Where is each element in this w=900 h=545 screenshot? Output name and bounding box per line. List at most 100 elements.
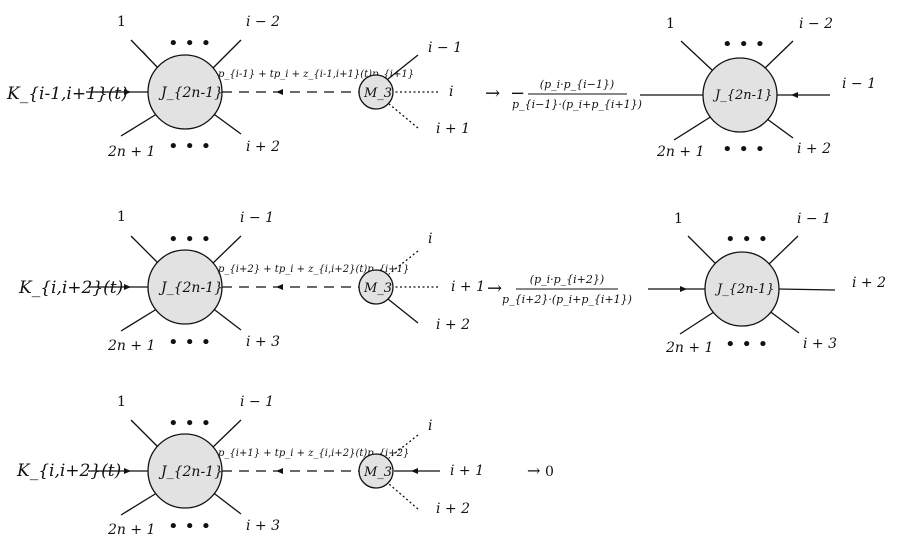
row-1-arrowhead-left: [124, 89, 131, 95]
row-1-momentum: p_{i-1} + tp_i + z_{i-1,i+1}(t)p_{i+1}: [218, 69, 414, 80]
row-2-result-label-bottom-left: 2n + 1: [665, 340, 713, 356]
row-1-label-bottom-left: 2n + 1: [107, 144, 155, 160]
row-1-result-leg-top-right: [762, 40, 794, 71]
row-1-result-blob-j: [702, 57, 778, 133]
row-2-arrowhead-left: [124, 284, 131, 290]
row-2-dots-bottom: • • •: [168, 332, 211, 353]
row-2-result-leg-top-left: [687, 235, 718, 266]
row-2-result-leg-bottom-left: [679, 309, 718, 335]
row-2-leg-bottom-left: [120, 306, 161, 332]
row-1-factor-sign: −: [510, 83, 525, 104]
row-3-vertex-leg-bottom: [388, 483, 419, 510]
row-3-label-bottom-left: 2n + 1: [107, 522, 155, 538]
row-3-arrow: →: [527, 461, 540, 480]
row-2-vertex-mid-label: i + 1: [451, 279, 485, 295]
row-1-result-dots-top: • • •: [722, 34, 765, 55]
row-2-left-label: K_{i,i+2}(t): [18, 278, 123, 298]
row-1-result-leg-bottom-left: [673, 115, 713, 141]
row-3-vertex-bottom-label: i + 2: [436, 501, 470, 517]
diagram-row-3: K_{i,i+2}(t) J_{2n-1} • • • • • • 1 i − …: [16, 394, 554, 538]
row-2-result-label-bottom-right: i + 3: [803, 336, 837, 352]
row-1-dots-bottom: • • •: [168, 136, 211, 157]
row-1-label-top-right: i − 2: [246, 14, 280, 30]
row-2-label-top-right: i − 1: [240, 210, 274, 226]
row-1-leg-top-left: [130, 39, 161, 71]
row-1-dots-top: • • •: [168, 33, 211, 54]
row-2-result-arrow-left: [680, 286, 687, 292]
row-2-result-leg-bottom-right: [767, 309, 800, 334]
row-1-result-label-top-right: i − 2: [799, 16, 833, 32]
row-2-blob-label: J_{2n-1}: [158, 280, 223, 296]
row-3-blob-label: J_{2n-1}: [158, 464, 223, 480]
row-3-vertex-mid-arrow: [411, 468, 418, 474]
row-2-result-blob-label: J_{2n-1}: [714, 282, 775, 297]
row-2-result-label-top-right: i − 1: [797, 211, 831, 227]
row-1-leg-bottom-right: [210, 111, 242, 135]
row-2-vertex-leg-bottom: [387, 298, 419, 324]
row-2-label-bottom-right: i + 3: [246, 334, 280, 350]
row-3-label-bottom-right: i + 3: [246, 518, 280, 534]
row-1-propagator-arrow: [276, 89, 283, 95]
row-3-vertex-label: M_3: [363, 465, 392, 480]
row-2-factor-denominator: p_{i+2}·(p_i+p_{i+1}): [502, 293, 632, 306]
row-2-vertex-leg-top: [388, 250, 419, 275]
diagram-row-2: K_{i,i+2}(t) J_{2n-1} • • • • • • 1 i − …: [18, 209, 886, 356]
row-2-result-label-1: 1: [674, 211, 683, 227]
row-3-result-zero: 0: [545, 464, 554, 480]
row-1-factor-numerator: (p_i·p_{i−1}): [540, 78, 614, 91]
row-3-vertex-top-label: i: [428, 418, 432, 434]
row-2-dots-top: • • •: [168, 229, 211, 250]
row-2-momentum: p_{i+2} + tp_i + z_{i,i+2}(t)p_{i+1}: [218, 264, 409, 275]
row-1-result-arrow-right: [791, 92, 798, 98]
row-1-label-1: 1: [117, 14, 126, 30]
row-1-blob-label: J_{2n-1}: [158, 85, 223, 101]
row-1-result-blob-label: J_{2n-1}: [712, 88, 773, 103]
row-2-result-label-right: i + 2: [852, 275, 886, 291]
row-3-leg-bottom-left: [120, 490, 161, 516]
diagram-row-1: K_{i-1,i+1}(t) J_{2n-1} • • • • • • 1 i …: [6, 14, 876, 160]
row-3-leg-top-right: [210, 419, 242, 450]
row-3-propagator-arrow: [276, 468, 283, 474]
row-2-leg-top-left: [130, 235, 161, 266]
row-3-label-top-right: i − 1: [240, 394, 274, 410]
row-3-vertex-leg-top: [388, 434, 419, 459]
row-3-dots-top: • • •: [168, 413, 211, 434]
row-1-label-bottom-right: i + 2: [246, 139, 280, 155]
row-2-label-bottom-left: 2n + 1: [107, 338, 155, 354]
row-2-vertex-top-label: i: [428, 231, 432, 247]
row-1-leg-top-right: [210, 39, 242, 71]
row-1-result-leg-top-left: [680, 40, 713, 71]
row-2-result-leg-top-right: [767, 235, 799, 266]
row-2-vertex-bottom-label: i + 2: [436, 317, 470, 333]
row-2-result-blob-j: [704, 251, 780, 327]
row-1-result-label-1: 1: [666, 16, 675, 32]
row-2-leg-bottom-right: [210, 306, 242, 331]
row-2-factor-numerator: (p_i·p_{i+2}): [530, 273, 604, 286]
row-1-vertex-leg-bottom: [388, 103, 419, 129]
row-3-leg-top-left: [130, 419, 161, 450]
row-1-arrow: →: [485, 83, 500, 104]
row-1-vertex-m3: [358, 74, 394, 110]
row-3-vertex-m3: [358, 453, 394, 489]
row-2-propagator-arrow: [276, 284, 283, 290]
row-3-vertex-mid-label: i + 1: [450, 463, 484, 479]
row-1-vertex-bottom-label: i + 1: [436, 121, 470, 137]
row-2-vertex-label: M_3: [363, 281, 392, 296]
row-1-result-label-bottom-left: 2n + 1: [656, 144, 704, 160]
row-2-result-dots-bottom: • • •: [725, 334, 768, 355]
row-2-result-dots-top: • • •: [725, 229, 768, 250]
row-1-left-label: K_{i-1,i+1}(t): [6, 84, 128, 104]
row-1-vertex-top-label: i − 1: [428, 40, 462, 56]
row-1-result-label-right: i − 1: [842, 76, 876, 92]
row-2-result-leg-right: [777, 288, 836, 291]
row-2-arrow: →: [487, 278, 502, 299]
row-3-leg-bottom-right: [210, 490, 242, 515]
row-1-factor-denominator: p_{i−1}·(p_i+p_{i+1}): [512, 98, 642, 111]
row-3-momentum: p_{i+1} + tp_i + z_{i,i+2}(t)p_{i+2}: [218, 448, 409, 459]
row-3-arrowhead-left: [124, 468, 131, 474]
row-1-result-label-bottom-right: i + 2: [797, 141, 831, 157]
row-3-left-label: K_{i,i+2}(t): [16, 461, 121, 481]
row-1-vertex-label: M_3: [363, 86, 392, 101]
row-3-dots-bottom: • • •: [168, 516, 211, 537]
